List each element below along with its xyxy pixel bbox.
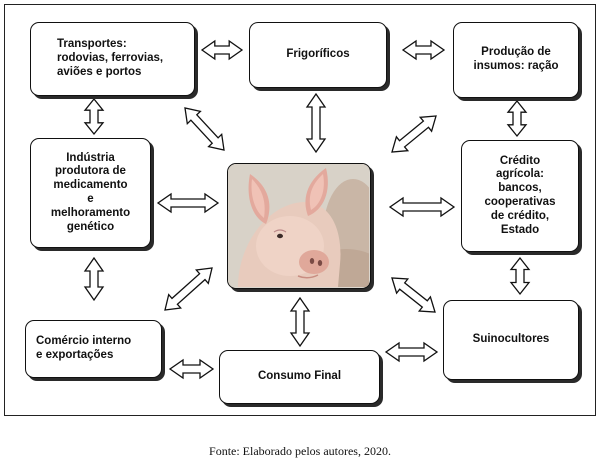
arrow-pig-consumo (289, 296, 311, 348)
node-credito: Crédito agrícola: bancos, cooperativas d… (461, 140, 579, 252)
node-transportes: Transportes: rodovias, ferrovias, aviões… (30, 22, 195, 96)
node-consumo: Consumo Final (219, 350, 380, 404)
arrow-consumo-suinocultores (384, 341, 439, 363)
arrow-transportes-frigorificos (200, 39, 244, 61)
node-suinocultores: Suinocultores (443, 300, 579, 380)
arrow-credito-pig (388, 196, 456, 218)
arrow-comercio-consumo (168, 358, 215, 380)
pig-photo (227, 163, 371, 289)
arrow-frigorificos-pig (305, 92, 327, 154)
arrow-industria-comercio (83, 256, 105, 302)
arrow-pig-suinocultores (391, 277, 436, 313)
arrow-insumos-pig (391, 115, 437, 153)
connection-arrows (83, 39, 531, 380)
node-frigorificos: Frigoríficos (249, 22, 387, 88)
node-industria: Indústria produtora de medicamento e mel… (30, 138, 151, 248)
arrow-industria-pig (156, 192, 220, 214)
node-comercio: Comércio interno e exportações (25, 320, 162, 378)
arrow-credito-suinocultores (509, 256, 531, 296)
arrow-frigorificos-insumos (401, 39, 446, 61)
node-insumos: Produção de insumos: ração (453, 22, 579, 98)
arrow-insumos-credito (506, 99, 528, 138)
arrow-transportes-pig (184, 107, 225, 151)
arrow-transportes-industria (83, 97, 105, 136)
figure-caption: Fonte: Elaborado pelos autores, 2020. (209, 444, 391, 458)
arrow-comercio-pig (164, 267, 213, 311)
